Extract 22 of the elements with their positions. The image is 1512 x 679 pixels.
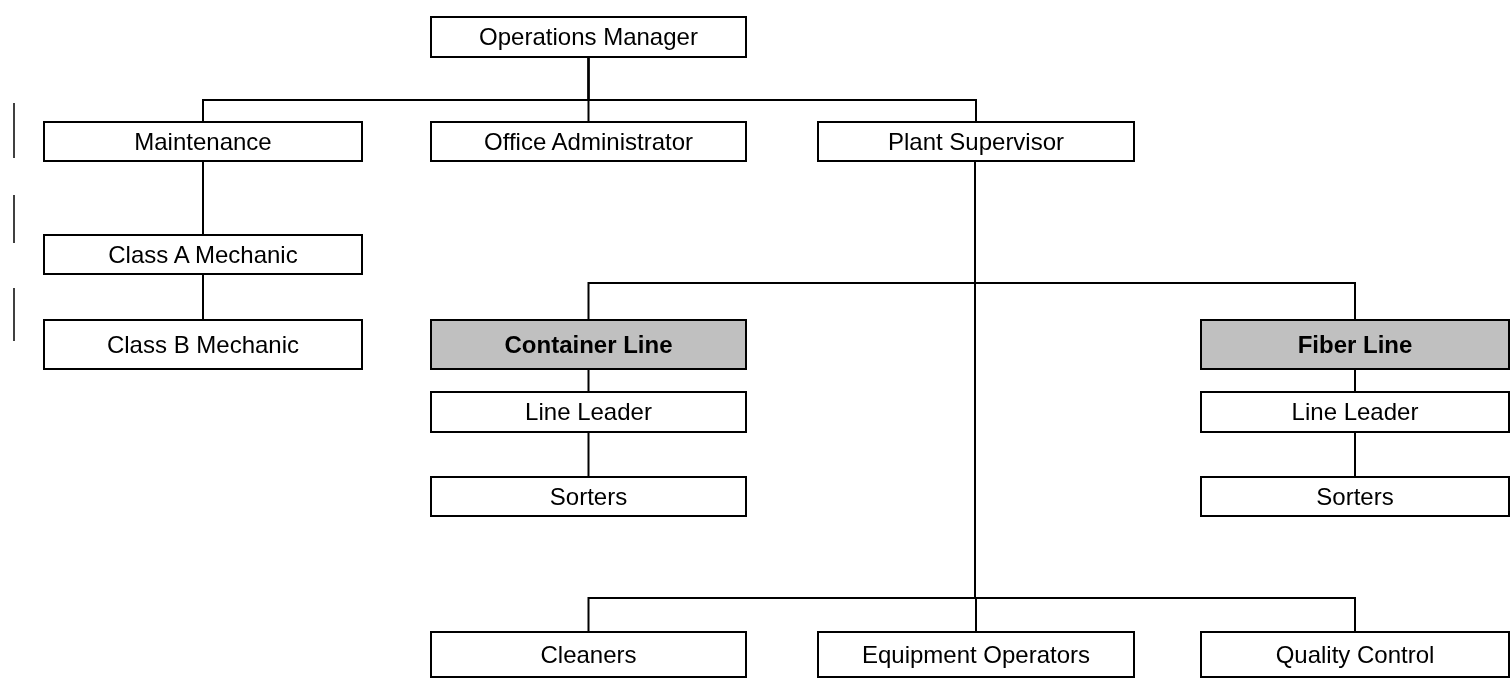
connector-line <box>587 57 977 122</box>
connector-line <box>202 161 204 235</box>
role-box: Operations Manager <box>430 16 747 58</box>
section-box: Fiber Line <box>1200 319 1510 370</box>
connector-line <box>1354 432 1356 477</box>
role-box: Office Administrator <box>430 121 747 162</box>
role-box: Quality Control <box>1200 631 1510 678</box>
connector-line <box>1354 369 1356 392</box>
role-box: Sorters <box>1200 476 1510 517</box>
role-box: Line Leader <box>430 391 747 433</box>
connector-line <box>587 432 590 477</box>
role-box: Cleaners <box>430 631 747 678</box>
role-box: Class A Mechanic <box>43 234 363 275</box>
role-box: Line Leader <box>1200 391 1510 433</box>
role-box: Plant Supervisor <box>817 121 1135 162</box>
connector-line <box>202 274 204 320</box>
role-box: Equipment Operators <box>817 631 1135 678</box>
section-box: Container Line <box>430 319 747 370</box>
role-box: Class B Mechanic <box>43 319 363 370</box>
role-box: Maintenance <box>43 121 363 162</box>
role-box: Sorters <box>430 476 747 517</box>
connector-line <box>587 369 590 392</box>
